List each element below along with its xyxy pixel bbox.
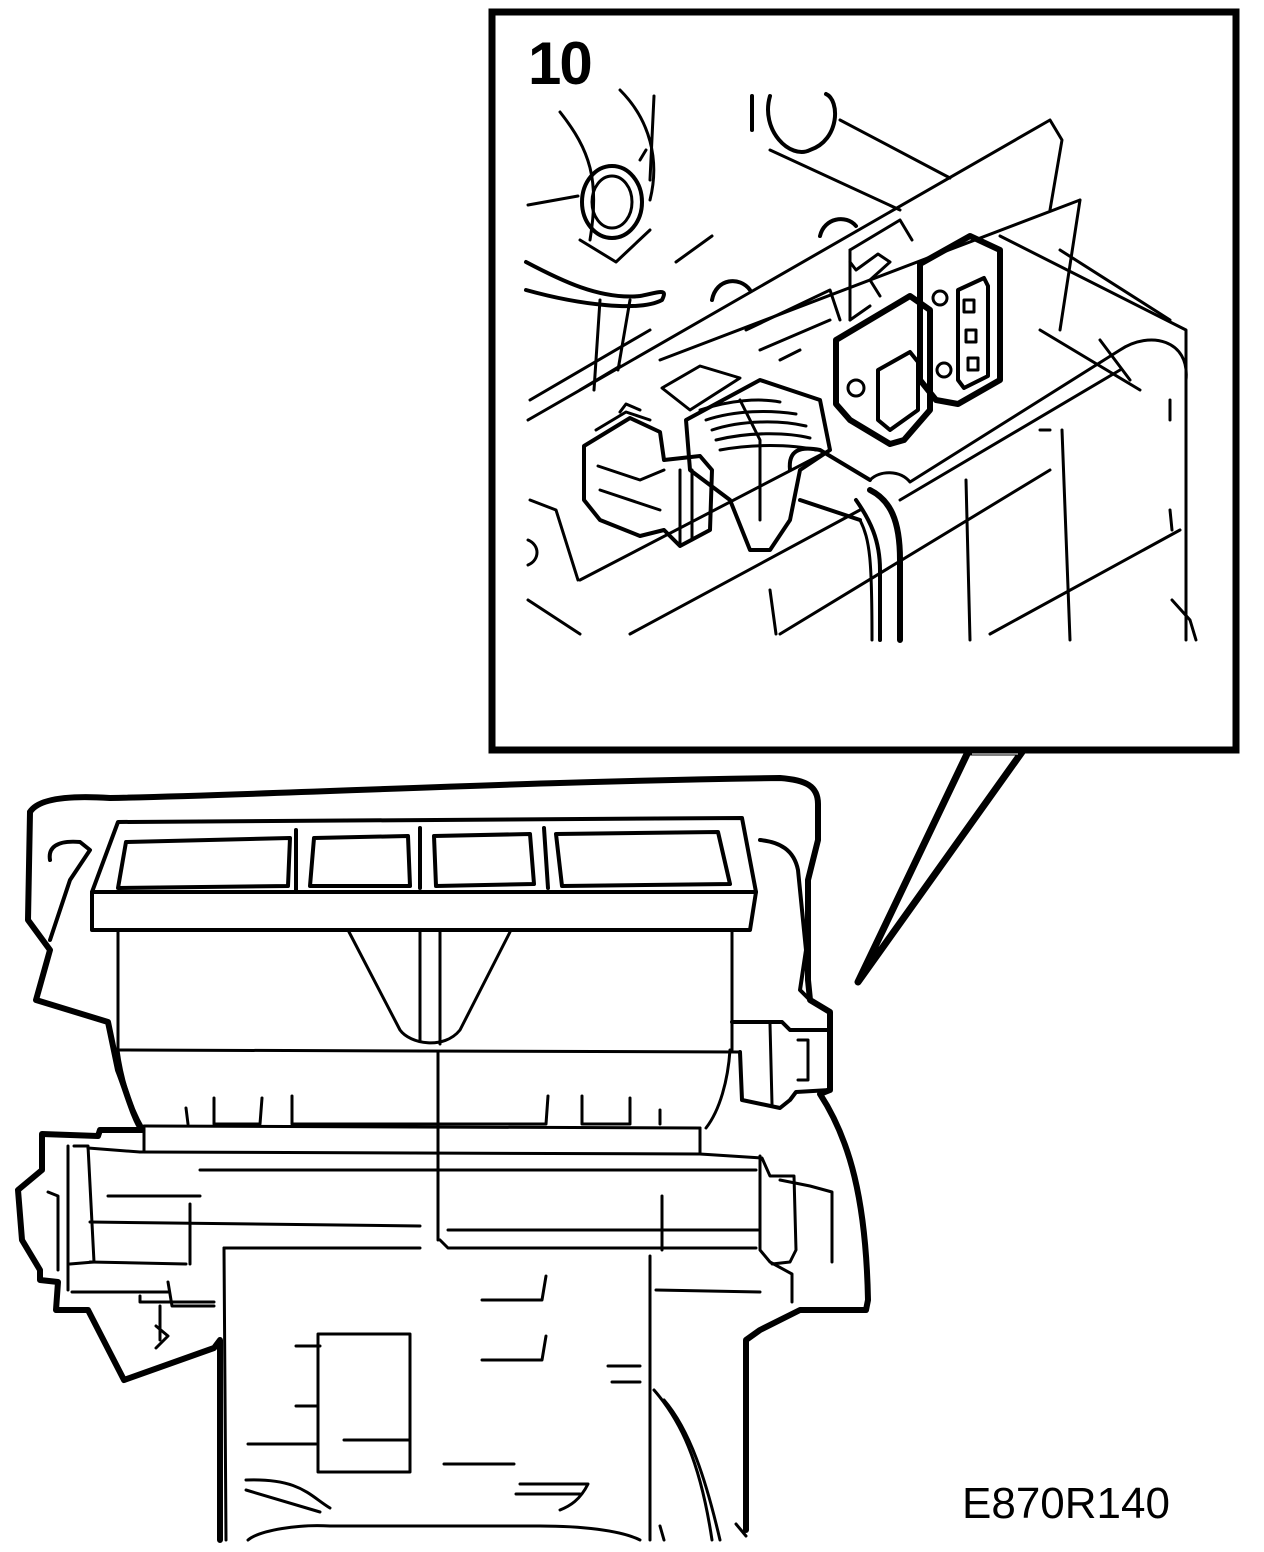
inset-connector-detail bbox=[524, 88, 1198, 643]
inset-frame bbox=[488, 8, 1240, 754]
heater-unit bbox=[15, 775, 871, 1543]
figure-code: E870R140 bbox=[962, 1479, 1170, 1528]
inset-step-number: 10 bbox=[528, 30, 593, 97]
callout-pointer bbox=[854, 745, 1026, 986]
